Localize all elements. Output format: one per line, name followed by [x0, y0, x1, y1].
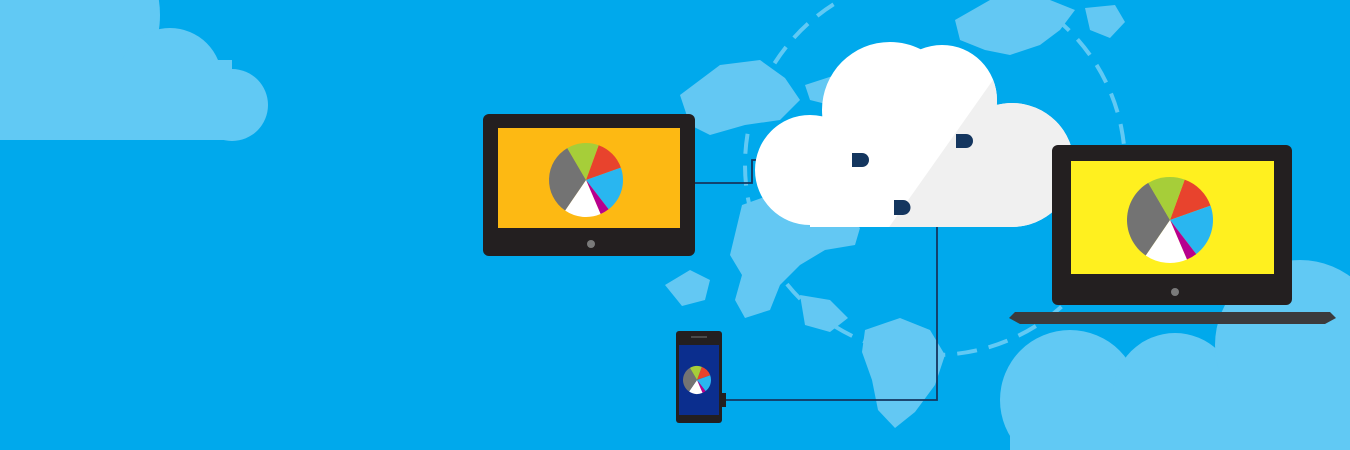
pie-slice-3 [1170, 220, 1197, 260]
laptop-icon [1009, 145, 1336, 324]
laptop-base [1009, 312, 1336, 324]
phone-connector [720, 393, 726, 407]
pie-slice-5 [549, 148, 586, 211]
smartphone-icon [676, 331, 726, 423]
pie-chart-icon [1127, 176, 1214, 263]
pie-slice-5 [1127, 182, 1170, 256]
plug-icon [852, 153, 869, 167]
decorative-cloud-top-left [0, 0, 268, 141]
pie-slice-3 [697, 380, 706, 393]
pie-slice-1 [586, 145, 621, 180]
pie-slice-2 [586, 167, 624, 210]
pie-slice-6 [567, 143, 599, 180]
laptop-camera [1171, 288, 1179, 296]
pie-slice-5 [682, 367, 697, 392]
tablet-home-button [587, 240, 595, 248]
pie-chart-icon [682, 365, 712, 395]
pie-slice-1 [697, 366, 711, 380]
pie-slice-2 [1170, 205, 1214, 255]
pie-chart-icon [549, 143, 624, 218]
plug-icon [894, 200, 911, 215]
pie-slice-1 [1170, 179, 1211, 220]
pie-slice-6 [1148, 176, 1185, 220]
pie-slice-3 [586, 180, 609, 215]
pie-slice-6 [689, 365, 702, 380]
tablet-icon [483, 114, 695, 256]
pie-slice-4 [1145, 220, 1187, 263]
pie-slice-4 [565, 180, 601, 218]
plug-connectors [852, 134, 973, 215]
plug-icon [956, 134, 973, 148]
pie-slice-4 [689, 380, 703, 395]
pie-slice-2 [697, 375, 712, 392]
